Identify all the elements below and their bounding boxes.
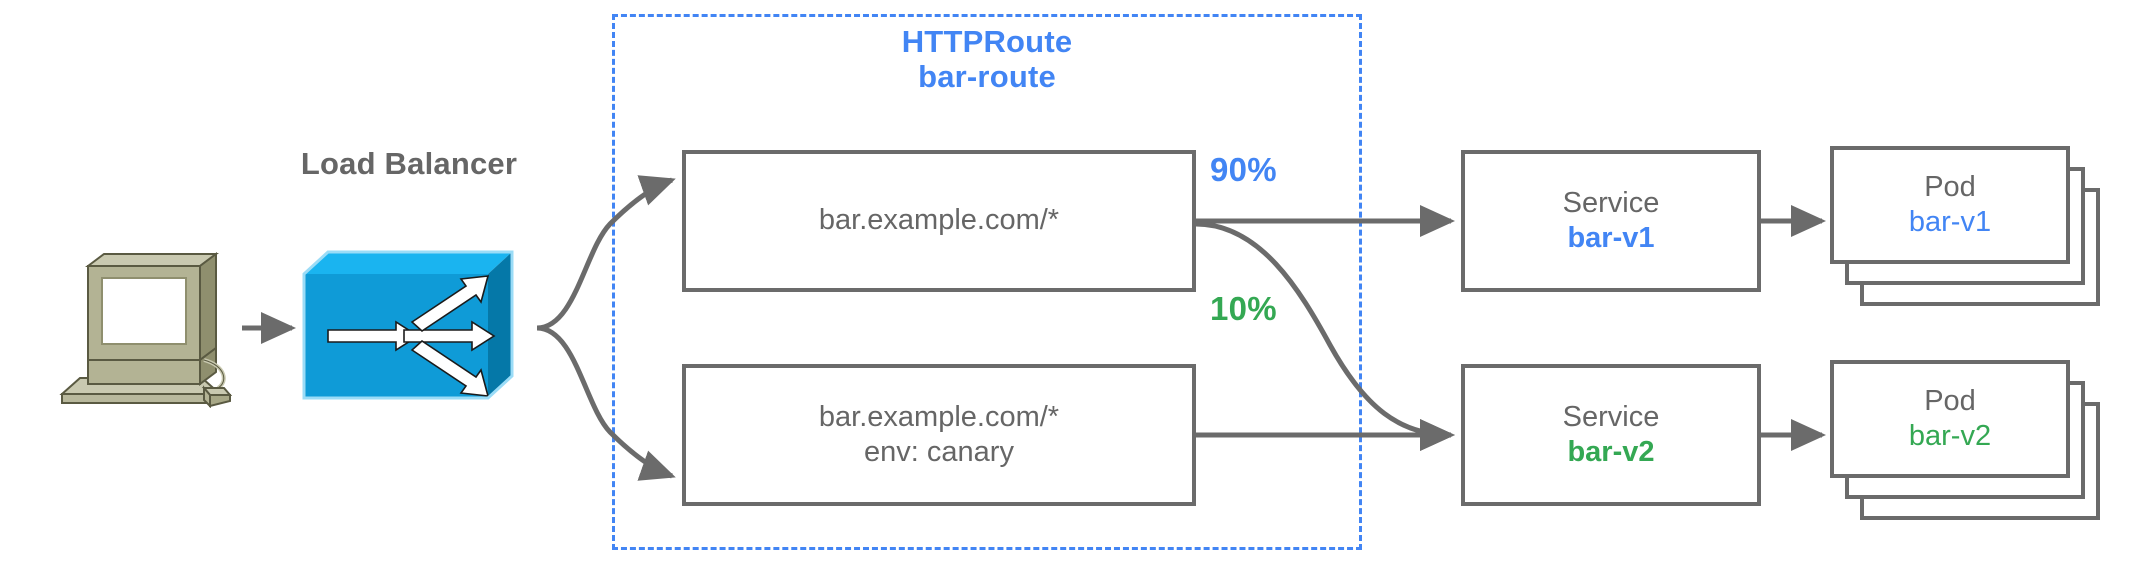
match-hostname-1: bar.example.com/* — [818, 204, 1060, 237]
httproute-group-title: HTTPRoute bar-route — [612, 24, 1362, 94]
pod-replica-sheet-front-1: Pod bar-v1 — [1830, 146, 2070, 264]
match-header-2: env: canary — [864, 436, 1014, 468]
pod-kind-label-2: Pod — [1924, 384, 1976, 417]
pod-stack-bar-v2[interactable]: Pod bar-v2 — [1830, 360, 2100, 520]
load-balancer-icon — [300, 248, 536, 408]
client-computer-icon — [52, 248, 234, 409]
service-name-label-2: bar-v2 — [1567, 436, 1655, 468]
httproute-kind-label: HTTPRoute — [901, 24, 1073, 59]
pod-replica-sheet-front-2: Pod bar-v2 — [1830, 360, 2070, 478]
httproute-match-box-2[interactable]: bar.example.com/* env: canary — [682, 364, 1196, 506]
httproute-name-label: bar-route — [918, 59, 1056, 95]
match-hostname-2: bar.example.com/* — [818, 400, 1060, 433]
weight-label-90: 90% — [1210, 151, 1277, 188]
httproute-match-box-1[interactable]: bar.example.com/* — [682, 150, 1196, 292]
service-kind-label-2: Service — [1562, 400, 1660, 433]
pod-name-label-2: bar-v2 — [1908, 420, 1992, 452]
pod-kind-label-1: Pod — [1924, 170, 1976, 203]
service-kind-label-1: Service — [1562, 186, 1660, 219]
pod-stack-bar-v1[interactable]: Pod bar-v1 — [1830, 146, 2100, 306]
service-box-bar-v1[interactable]: Service bar-v1 — [1461, 150, 1761, 292]
service-name-label-1: bar-v1 — [1567, 222, 1655, 254]
pod-name-label-1: bar-v1 — [1908, 206, 1992, 238]
load-balancer-label: Load Balancer — [300, 146, 518, 181]
weight-label-10: 10% — [1210, 290, 1277, 327]
service-box-bar-v2[interactable]: Service bar-v2 — [1461, 364, 1761, 506]
